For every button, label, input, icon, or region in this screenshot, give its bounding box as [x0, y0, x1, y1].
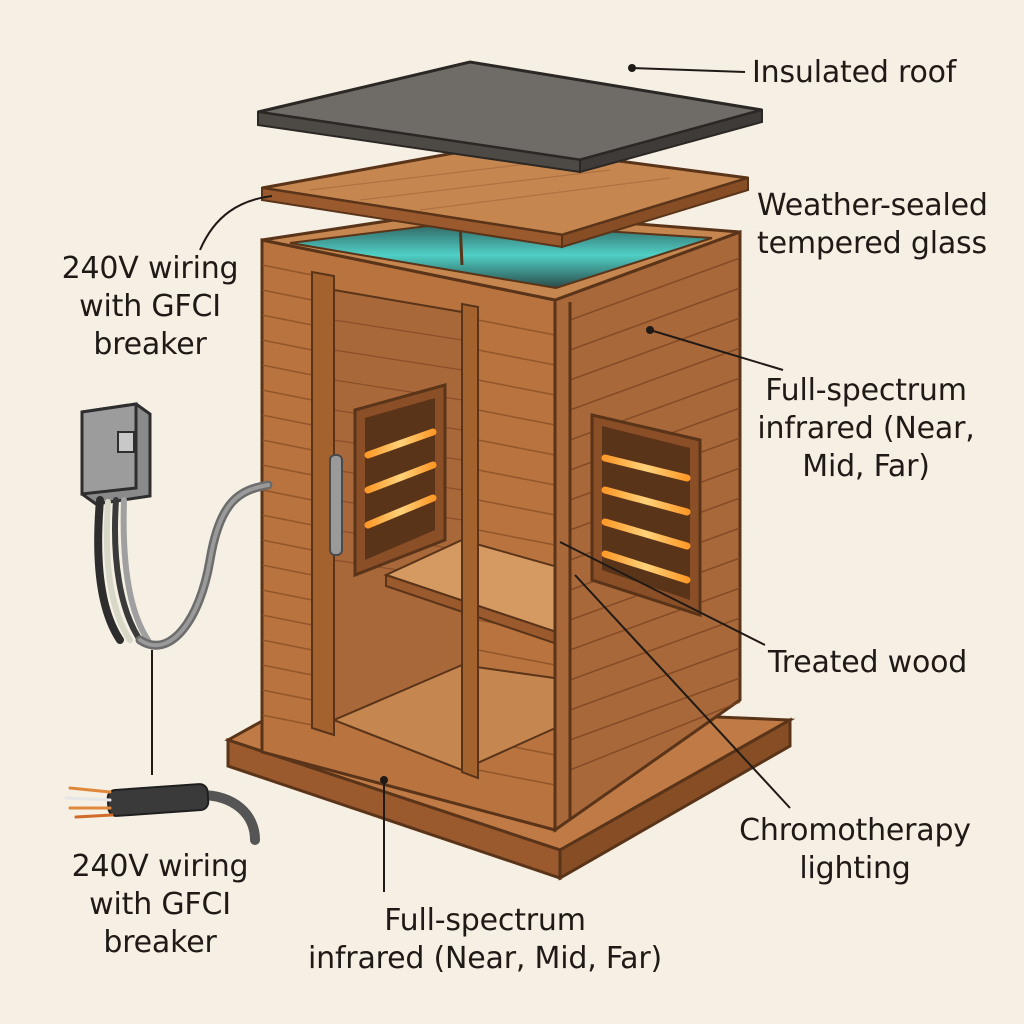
door-handle: [329, 454, 343, 556]
label-insulated-roof: Insulated roof: [752, 55, 957, 90]
leader-lines: [151, 67, 791, 892]
heater-panel-left: [353, 383, 447, 578]
junction-box: [80, 402, 152, 506]
heater-panel-right: [590, 413, 702, 618]
tempered-glass: [289, 220, 713, 290]
label-treated-wood: Treated wood: [768, 645, 968, 680]
top-rim: [261, 208, 741, 302]
door: [311, 270, 479, 780]
wiring: [94, 480, 273, 650]
label-chromotherapy: Chromotherapy lighting: [739, 813, 971, 886]
label-infrared-side: Full-spectrum infrared (Near, Mid, Far): [757, 373, 975, 484]
cable-end: [64, 783, 260, 845]
label-infrared-bottom: Full-spectrum infrared (Near, Mid, Far): [308, 903, 662, 976]
ceiling-panel: [261, 143, 749, 249]
label-wiring-bottom: 240V wiring with GFCI breaker: [71, 849, 249, 960]
leader-dots: [380, 64, 654, 784]
label-wiring-top: 240V wiring with GFCI breaker: [61, 251, 239, 362]
label-tempered-glass: Weather-sealed tempered glass: [757, 188, 988, 261]
insulated-roof: [257, 60, 763, 174]
